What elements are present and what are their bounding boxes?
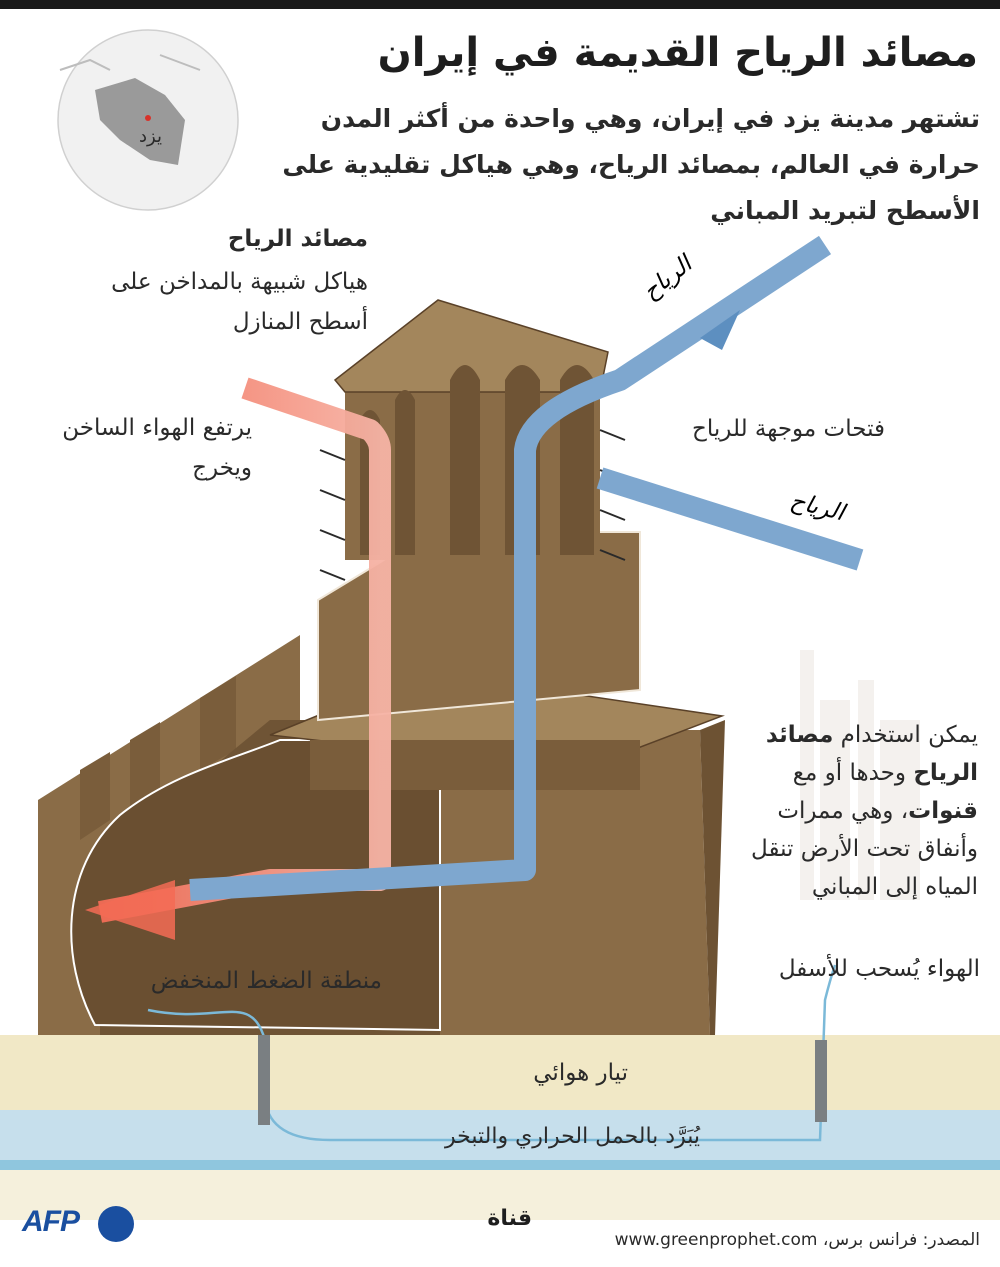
qanat-note-bold-canals: قنوات [908, 798, 978, 824]
page-title: مصائد الرياح القديمة في إيران [377, 30, 978, 76]
qanat-note-post: ، وهي ممرات وأنفاق تحت الأرض تنقل المياه… [751, 798, 978, 900]
qanat-label: قناة [487, 1206, 532, 1231]
source-credit: المصدر: فرانس برس، www.greenprophet.com [614, 1230, 980, 1250]
ground-layer [0, 1035, 1000, 1110]
house-building [38, 635, 725, 1035]
afp-logo: AFP [22, 1205, 80, 1238]
tower-cap [333, 299, 609, 393]
qanat-note-pre: يمكن استخدام [833, 722, 978, 748]
windcatchers-heading: مصائد الرياح [227, 226, 368, 252]
openings-label: فتحات موجهة للرياح [692, 416, 885, 442]
qanat-note-bold-windcatchers: مصائد الرياح [765, 722, 978, 786]
cold-air-flow [189, 235, 864, 901]
qanat-note: يمكن استخدام مصائد الرياح وحدها أو مع قن… [728, 716, 978, 906]
afp-logo-dot-icon [98, 1206, 134, 1242]
top-rule [0, 0, 1000, 9]
air-drawn-down-label: الهواء يُسحب للأسفل [778, 956, 980, 982]
yazd-label: يزد [139, 126, 162, 147]
hot-air-flow [85, 377, 391, 940]
tower-base [317, 531, 641, 722]
canal-bed [0, 1170, 1000, 1220]
qanat-shaft-right [815, 1040, 827, 1122]
low-pressure-label: منطقة الضغط المنخفض [150, 968, 382, 994]
hot-air-label: يرتفع الهواء الساخن ويخرج [62, 415, 252, 481]
air-current-line [147, 964, 837, 1142]
yazd-marker [145, 115, 151, 121]
qanat-note-mid: وحدها أو مع [792, 760, 914, 786]
intro-text: تشتهر مدينة يزد في إيران، وهي واحدة من أ… [282, 104, 980, 225]
cooling-label: يُبَرَّد بالحمل الحراري والتبخر [445, 1124, 700, 1149]
skyline-silhouette [800, 650, 920, 900]
roof-box [310, 740, 640, 790]
iran-locator-map [57, 29, 239, 211]
canal-water [0, 1160, 1000, 1170]
windcatchers-description: هياكل شبيهة بالمداخن على أسطح المنازل [111, 269, 368, 335]
qanat-shaft-left [258, 1035, 270, 1125]
air-current-label: تيار هوائي [533, 1060, 628, 1086]
